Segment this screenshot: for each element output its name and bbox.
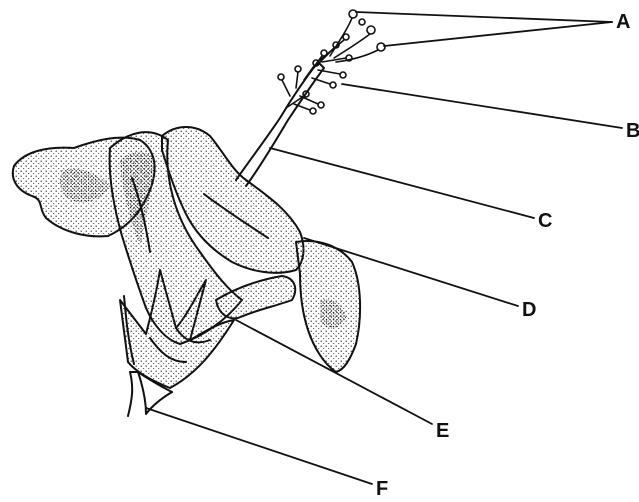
leader-line-c — [270, 148, 534, 218]
label-c: C — [538, 211, 552, 231]
label-e: E — [436, 421, 449, 441]
label-d: D — [522, 300, 536, 320]
label-a: A — [616, 12, 630, 32]
label-f: F — [376, 479, 388, 499]
leader-line-a2 — [384, 22, 612, 46]
petal-lower — [216, 276, 295, 318]
leader-line-b — [342, 84, 622, 128]
stigma-lobes — [330, 10, 385, 62]
leader-line-a1 — [356, 12, 612, 22]
leader-line-f — [146, 408, 372, 484]
label-b: B — [626, 121, 639, 141]
